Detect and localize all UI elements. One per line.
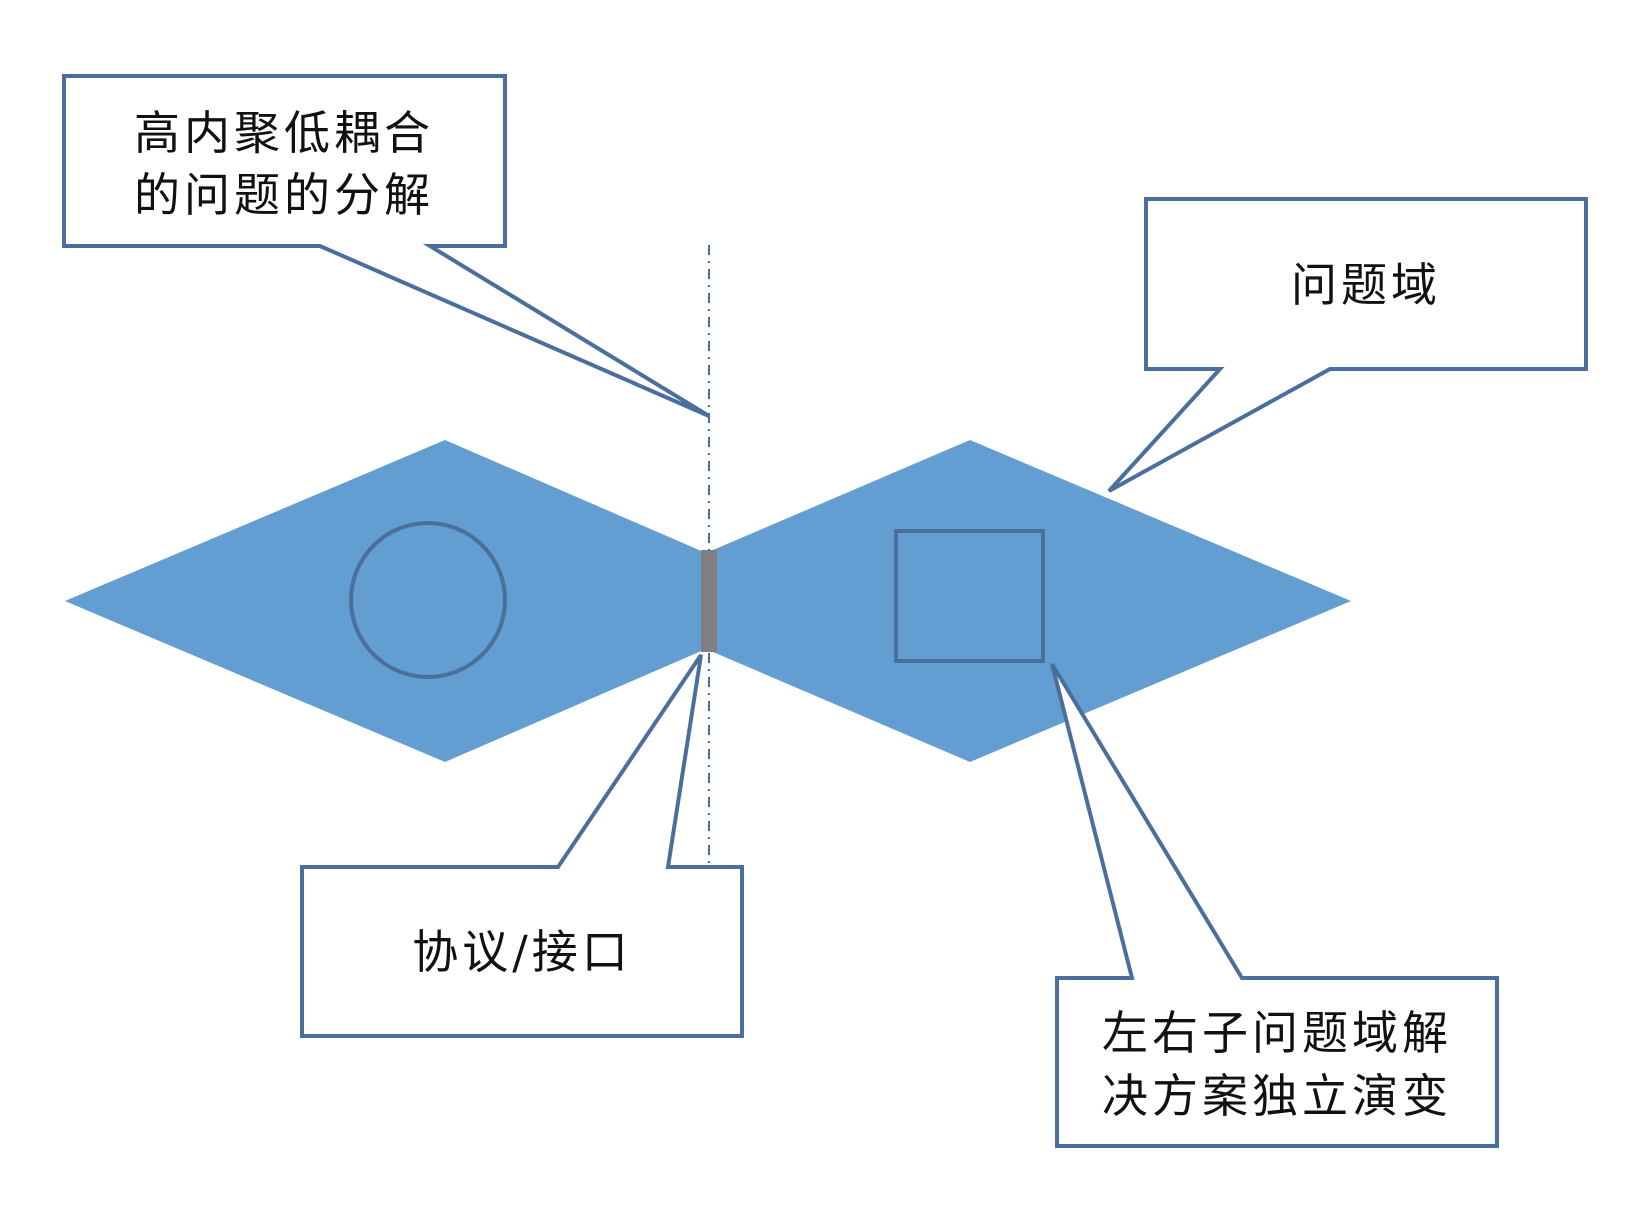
left-subdomain-diamond [65, 440, 706, 762]
callout-decomposition-box [62, 74, 711, 418]
callout-interface-line1: 协议/接口 [412, 925, 632, 979]
callout-domain-line1: 问题域 [1291, 258, 1441, 312]
callout-evolution-line1: 左右子问题域解 [1102, 1006, 1452, 1060]
callout-decomposition-line2: 的问题的分解 [134, 168, 434, 222]
right-subdomain-square [894, 529, 1045, 663]
callout-evolution-line2: 决方案独立演变 [1102, 1069, 1452, 1123]
interface-connector [701, 550, 717, 652]
left-subdomain-circle [349, 521, 507, 679]
callout-interface-box [300, 653, 744, 1038]
callout-decomposition-line1: 高内聚低耦合 [134, 106, 434, 160]
callout-evolution-box [1050, 662, 1499, 1148]
callout-domain-box [1107, 197, 1588, 493]
right-subdomain-diamond [706, 440, 1351, 762]
